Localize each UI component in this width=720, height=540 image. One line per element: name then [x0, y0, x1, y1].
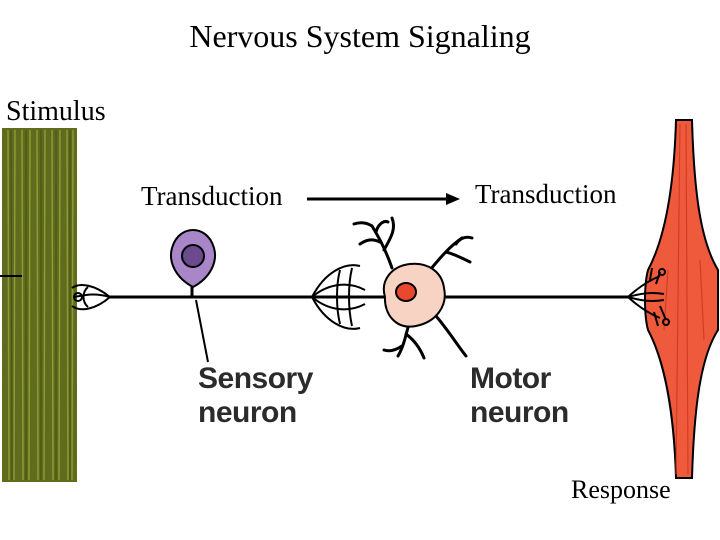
stimulus-label: Stimulus	[6, 96, 106, 127]
motor-neuron-label-line1: Motor	[470, 362, 551, 395]
synapse-terminals	[311, 264, 366, 330]
neuromuscular-junction	[627, 267, 670, 327]
motor-neuron-label-line2: neuron	[470, 396, 569, 429]
transduction-label-right: Transduction	[475, 179, 617, 209]
page-title: Nervous System Signaling	[189, 18, 531, 54]
sensory-neuron-label: Sensory neuron	[198, 362, 313, 430]
stimulus-muscle-tissue	[2, 128, 77, 482]
sensory-neuron-label-line1: Sensory	[198, 362, 313, 395]
response-label: Response	[571, 475, 671, 504]
transduction-arrow	[307, 193, 460, 205]
transduction-label-left: Transduction	[141, 181, 283, 211]
sensory-receptor-endings	[71, 284, 111, 311]
sensory-neuron-cell	[170, 228, 216, 363]
motor-neuron-cell	[352, 216, 474, 360]
motor-nucleus	[395, 282, 417, 302]
sensory-nucleus	[181, 244, 205, 268]
effector-muscle	[644, 119, 719, 479]
motor-neuron-label: Motor neuron	[470, 362, 569, 430]
sensory-neuron-label-line2: neuron	[198, 396, 297, 429]
